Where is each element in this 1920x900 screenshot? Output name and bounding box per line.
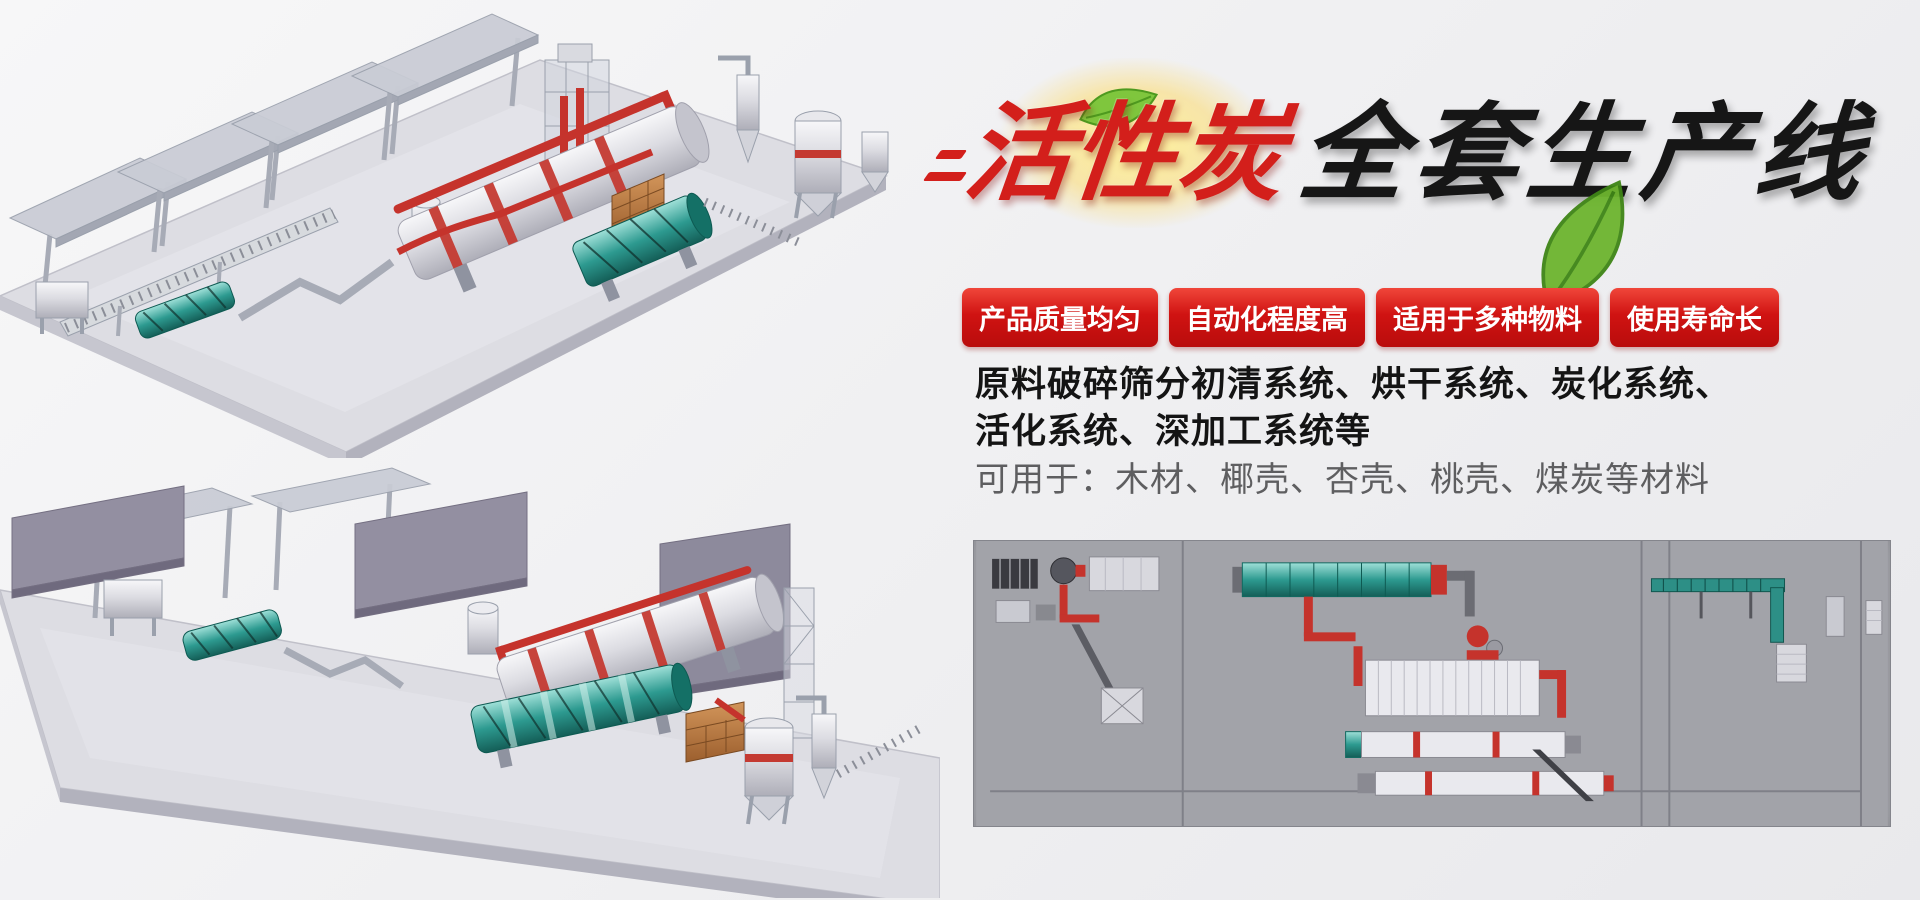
speed-dash-icon [922,172,968,181]
plan-far-right [1865,600,1883,635]
hopper [35,281,89,334]
desc-line-2: 活化系统、深加工系统等 [975,411,1372,452]
hopper [103,579,163,636]
badge-lifespan: 使用寿命长 [1610,288,1779,347]
badge-materials: 适用于多种物料 [1376,288,1599,347]
rotary-dryer [393,89,710,293]
plan-heat-exchanger [1353,646,1567,718]
render-top-svg [0,13,889,466]
screening-drum [182,609,282,661]
storage-tank [861,131,889,193]
connector-pipe [714,697,746,723]
floor-slab [0,589,941,900]
support-tower [783,587,815,739]
plan-conveyors [1650,578,1845,683]
heat-exchanger [685,701,745,763]
transfer-conveyor [283,646,405,689]
title-black: 全套生产线 [1293,92,1877,215]
badge-automation: 自动化程度高 [1169,288,1365,347]
main-pipe [396,148,654,256]
render-top-isometric [0,0,920,466]
riser-pipe [576,88,584,188]
plan-carbonization-drum [1232,562,1475,642]
cyclone-separator [796,695,837,800]
activation-drum [572,192,713,302]
badge-quality: 产品质量均匀 [962,288,1158,347]
title-red: 活性炭 [959,92,1291,215]
transfer-conveyor [237,258,395,322]
vertical-tank [467,601,499,655]
furnace [743,717,795,825]
desc-line-1: 原料破碎筛分初清系统、烘干系统、炭化系统、 [975,365,1732,405]
render-bottom-isometric [0,458,941,900]
systems-description: 原料破碎筛分初清系统、烘干系统、炭化系统、 活化系统、深加工系统等 [975,362,1731,456]
feature-badges: 产品质量均匀 自动化程度高 适用于多种物料 使用寿命长 [962,288,1779,347]
plan-crusher-cluster [992,556,1160,725]
activation-drum [470,662,693,769]
schematic-panel [973,540,1891,827]
page-title: 活性炭全套生产线 [960,92,1877,215]
rotary-dryer [495,566,785,728]
schematic-plan-svg [976,541,1888,826]
speed-dash-icon [934,150,968,159]
canopy-row [8,13,540,297]
discharge-conveyor [835,722,927,778]
render-bottom-svg [0,467,941,900]
materials-line: 可用于：木材、椰壳、杏壳、桃壳、煤炭等材料 [975,460,1710,500]
furnace [793,110,843,219]
plan-long-cylinders [1345,731,1614,802]
screening-drum [134,281,236,339]
cyclone-separator [718,55,760,164]
